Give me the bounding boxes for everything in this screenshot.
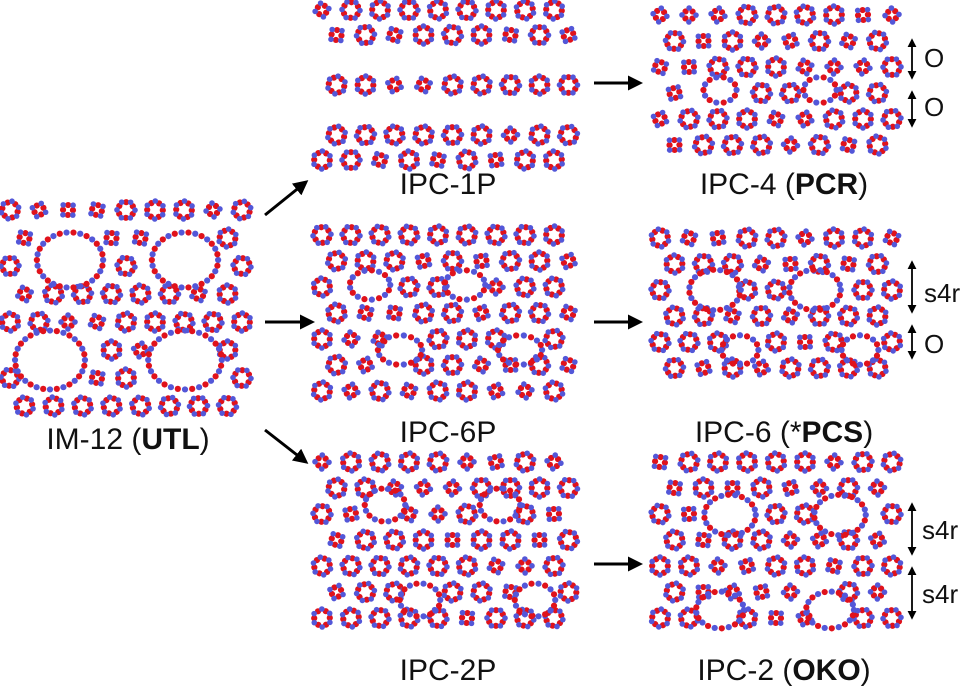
label-utl: IM-12 (UTL) — [46, 425, 209, 455]
arrow-utl-to-ipc-1p — [265, 182, 306, 215]
ipc4-top-connector-label: O — [924, 45, 944, 71]
ipc6-bottom-connector-label: O — [924, 331, 944, 357]
panel-ipc-6p — [310, 223, 578, 403]
ipc2-top-connector-label: s4r — [922, 517, 958, 543]
panel-ipc-2 — [648, 450, 903, 631]
label-ipc-4: IPC-4 (PCR) — [700, 170, 868, 200]
ipc6-top-connector-label: s4r — [924, 280, 960, 306]
panel-ipc-6 — [648, 226, 903, 380]
panel-utl — [0, 198, 254, 418]
label-ipc-1p: IPC-1P — [400, 170, 497, 200]
arrow-utl-to-ipc-2p — [265, 430, 306, 462]
label-ipc-2: IPC-2 (OKO) — [697, 656, 870, 686]
panel-ipc-2p — [310, 450, 580, 630]
ipc2-bottom-connector-label: s4r — [922, 581, 958, 607]
ipc4-bottom-connector-label: O — [924, 94, 944, 120]
label-ipc-6p: IPC-6P — [400, 418, 497, 448]
label-ipc-6: IPC-6 (*PCS) — [695, 418, 873, 448]
panel-ipc-1p — [311, 0, 580, 172]
label-ipc-2p: IPC-2P — [400, 656, 497, 686]
panel-ipc-4 — [650, 3, 903, 156]
